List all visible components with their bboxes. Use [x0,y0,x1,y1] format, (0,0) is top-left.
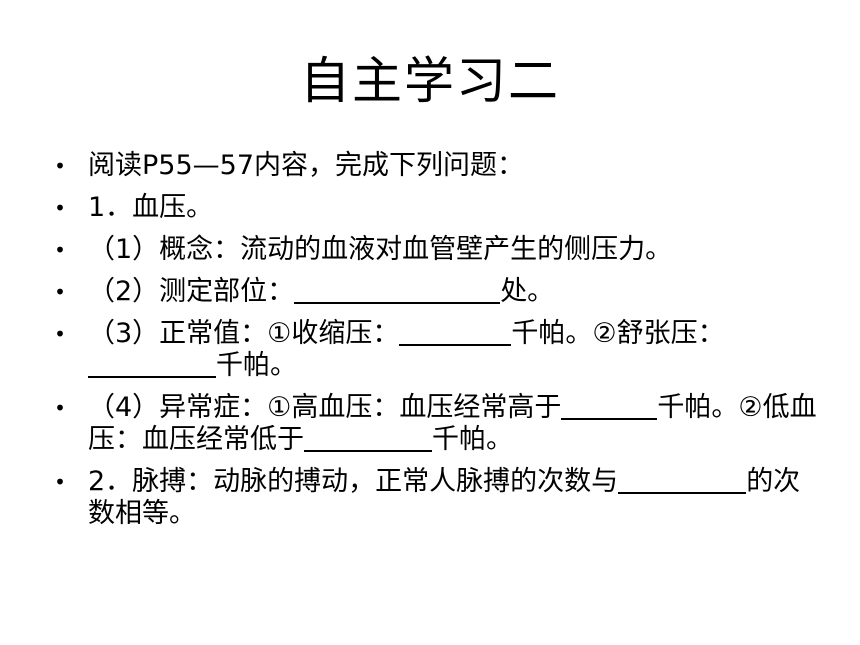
fill-blank [88,350,216,378]
list-item: • （4）异常症：①高血压：血压经常高于千帕。②低血压：血压经常低于千帕。 [50,392,820,456]
item-text: 阅读P55—57内容，完成下列问题： [88,150,524,181]
list-item: • （3）正常值：①收缩压： 千帕。②舒张压： 千帕。 [50,318,820,382]
list-item: • （1）概念：流动的血液对血管壁产生的侧压力。 [50,234,820,266]
list-item: • 2．脉搏：动脉的搏动，正常人脉搏的次数与的次数相等。 [50,466,820,530]
list-item: • 阅读P55—57内容，完成下列问题： [50,150,820,182]
item-text: （1）概念：流动的血液对血管壁产生的侧压力。 [88,234,673,265]
fill-blank [304,424,432,452]
bullet-icon: • [54,238,66,262]
fill-blank [618,466,747,494]
bullet-icon: • [54,322,66,346]
item-text-pre: 2．脉搏：动脉的搏动，正常人脉搏的次数与 [88,466,619,497]
bullet-icon: • [54,396,66,420]
bullet-icon: • [54,196,66,220]
item-text-post: 千帕。 [432,424,513,455]
fill-blank [294,276,501,304]
item-text-post: 千帕。 [216,350,297,381]
list-item: • 1．血压。 [50,192,820,224]
bullet-list: • 阅读P55—57内容，完成下列问题： • 1．血压。 • （1）概念：流动的… [50,150,820,540]
bullet-icon: • [54,154,66,178]
fill-blank [561,392,658,420]
item-text-post: 的次数相等。 [88,466,801,529]
item-text-mid: 千帕。②低血压：血压经常低于 [88,392,817,455]
bullet-icon: • [54,470,66,494]
item-text-pre: （3）正常值：①收缩压： [88,318,400,349]
bullet-icon: • [54,280,66,304]
item-text-mid: 千帕。②舒张压： [511,318,725,349]
item-text: 1．血压。 [88,192,214,223]
item-text-pre: （4）异常症：①高血压：血压经常高于 [88,392,562,423]
item-text-pre: （2）测定部位： [88,276,295,307]
slide-title: 自主学习二 [300,52,560,110]
item-text-post: 处。 [500,276,555,307]
fill-blank [399,318,512,346]
list-item: • （2）测定部位： 处。 [50,276,820,308]
